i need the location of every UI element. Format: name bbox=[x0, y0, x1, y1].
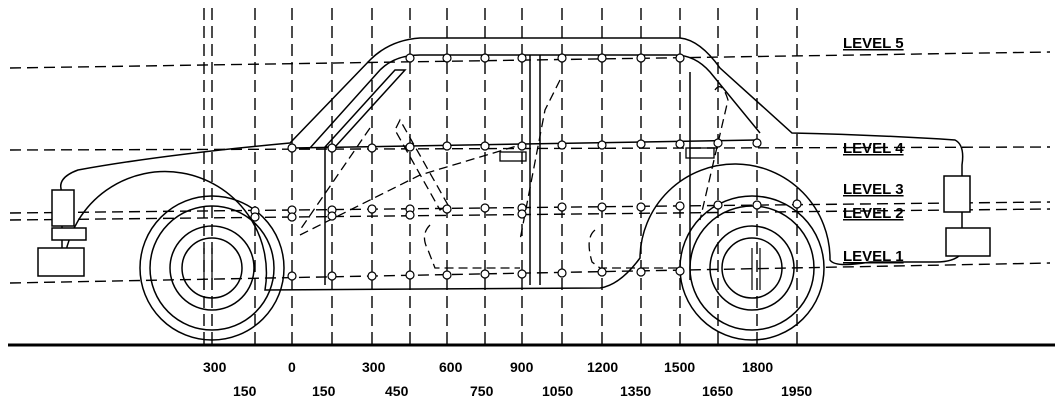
x-label-bottom: 1650 bbox=[702, 383, 733, 399]
x-label-bottom: 1050 bbox=[542, 383, 573, 399]
x-label-top: 300 bbox=[362, 359, 386, 375]
level-1-label: LEVEL 1 bbox=[843, 248, 904, 265]
x-label-top: 600 bbox=[439, 359, 463, 375]
x-label-top: 1800 bbox=[742, 359, 773, 375]
x-label-top: 900 bbox=[510, 359, 534, 375]
front-door-handle bbox=[499, 151, 527, 162]
rear-door-handle bbox=[685, 147, 715, 159]
roof-inner bbox=[309, 54, 761, 149]
seat-outlines bbox=[299, 79, 729, 269]
level-3-label: LEVEL 3 bbox=[843, 181, 904, 198]
x-label-bottom: 150 bbox=[233, 383, 257, 399]
rear-lights bbox=[943, 175, 991, 257]
rear-wheel bbox=[679, 195, 825, 341]
x-label-bottom: 450 bbox=[385, 383, 409, 399]
car-body bbox=[60, 37, 964, 291]
level-2-label: LEVEL 2 bbox=[843, 205, 904, 222]
x-label-bottom: 1950 bbox=[781, 383, 812, 399]
front-lights bbox=[37, 189, 87, 277]
measurement-points bbox=[250, 53, 802, 281]
x-label-bottom: 1350 bbox=[620, 383, 651, 399]
x-label-top: 0 bbox=[288, 359, 296, 375]
level-4-label: LEVEL 4 bbox=[843, 140, 904, 157]
x-label-top: 1200 bbox=[587, 359, 618, 375]
front-wheel bbox=[139, 195, 285, 341]
car-outline bbox=[60, 37, 964, 291]
level-5-label: LEVEL 5 bbox=[843, 35, 904, 52]
station-lines bbox=[203, 8, 798, 350]
x-label-bottom: 750 bbox=[470, 383, 494, 399]
x-label-top: 300 bbox=[203, 359, 227, 375]
x-label-bottom: 150 bbox=[312, 383, 336, 399]
b-pillar bbox=[529, 55, 541, 285]
x-label-top: 1500 bbox=[664, 359, 695, 375]
